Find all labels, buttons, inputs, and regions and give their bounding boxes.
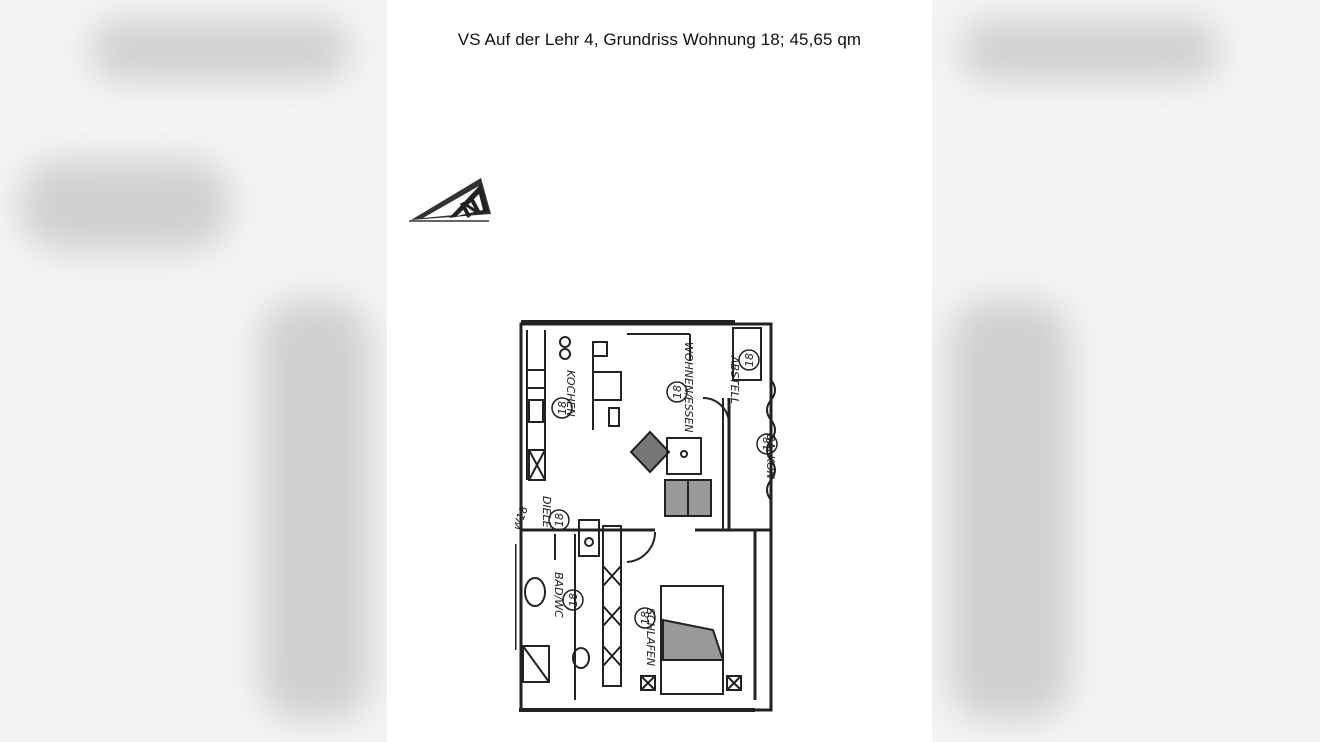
- unit-number-living: 18: [671, 385, 684, 399]
- unit-tag: W18: [515, 504, 531, 532]
- document-page: VS Auf der Lehr 4, Grundriss Wohnung 18;…: [387, 0, 932, 742]
- unit-number-bath: 18: [567, 593, 580, 607]
- document-title: VS Auf der Lehr 4, Grundriss Wohnung 18;…: [457, 30, 862, 49]
- room-label-balcony: BALKON: [764, 434, 777, 479]
- unit-number-storage: 18: [743, 353, 756, 367]
- floor-plan: 18 18 18 18 18 18 18 KOCHEN WOHNEN/ESSEN…: [515, 320, 778, 712]
- room-label-sleep: SCHLAFEN: [644, 608, 657, 666]
- unit-number-hall: 18: [553, 513, 566, 527]
- room-label-living: WOHNEN/ESSEN: [682, 342, 695, 433]
- unit-number-sleep: 18: [639, 611, 652, 625]
- room-label-hall: DIELE: [540, 496, 553, 528]
- room-label-storage: ABSTELL: [728, 355, 741, 404]
- north-arrow-icon: N: [409, 178, 491, 224]
- unit-number-kitchen: 18: [556, 401, 569, 415]
- unit-number-balcony: 18: [761, 437, 774, 451]
- room-label-bath: BAD/WC: [552, 572, 565, 618]
- room-label-kitchen: KOCHEN: [564, 370, 577, 417]
